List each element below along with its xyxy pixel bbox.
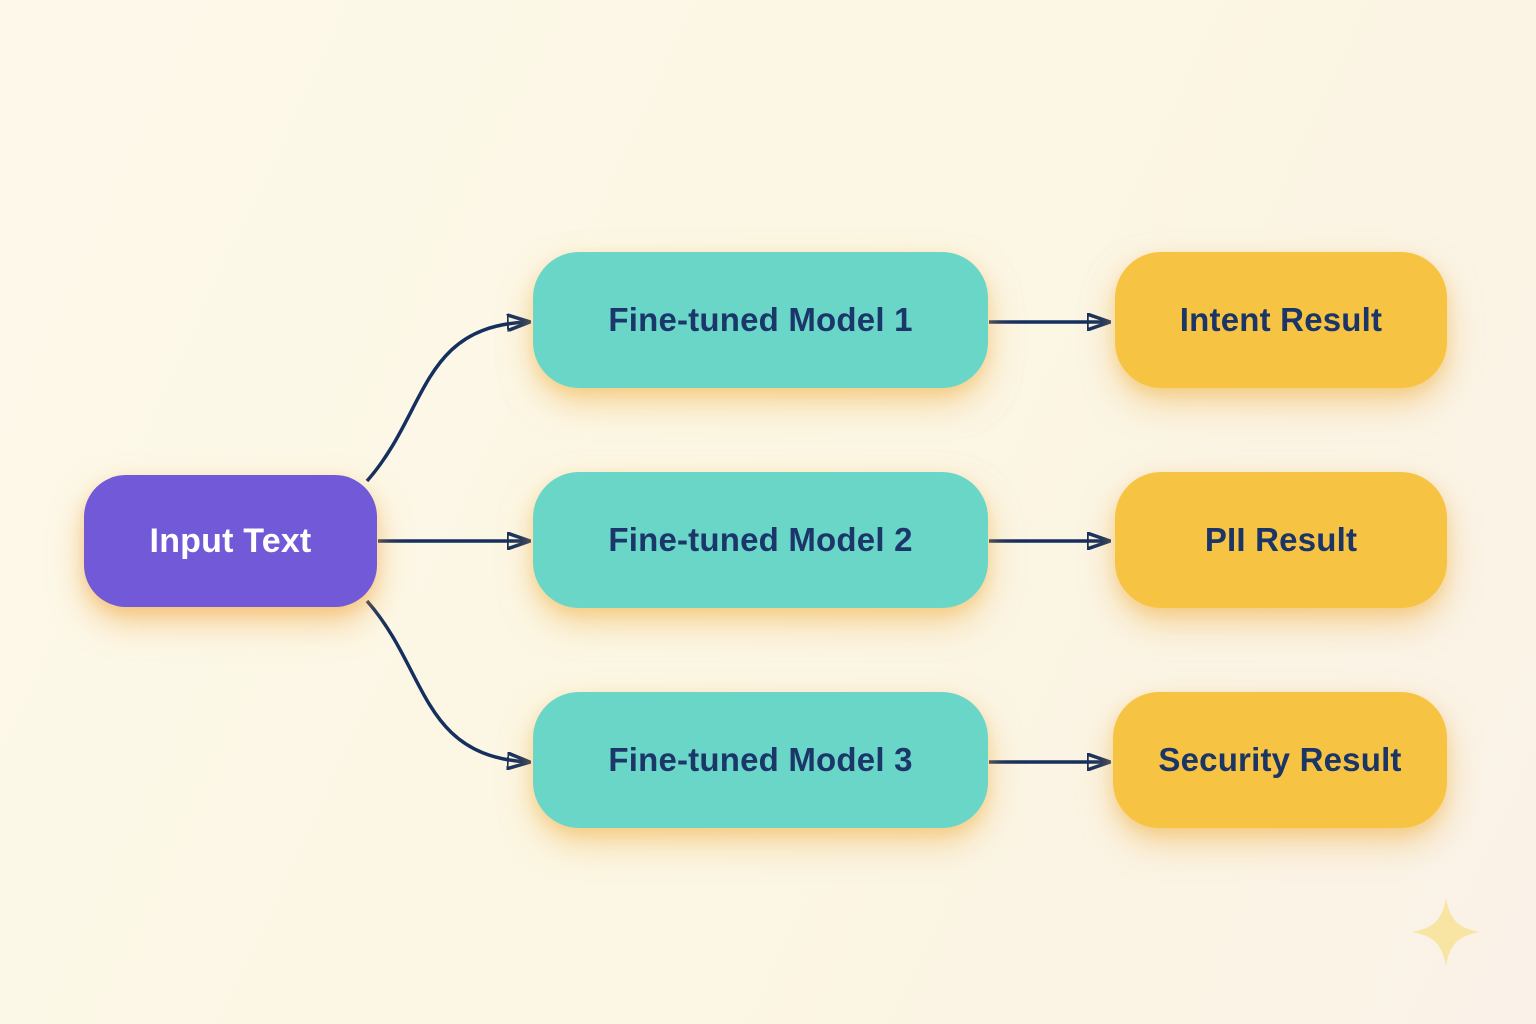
node-fine-tuned-model-2-label: Fine-tuned Model 2 (608, 521, 913, 558)
node-fine-tuned-model-3: Fine-tuned Model 3 (533, 692, 988, 828)
node-input-text: Input Text (84, 475, 377, 607)
node-fine-tuned-model-3-label: Fine-tuned Model 3 (608, 741, 913, 778)
node-fine-tuned-model-2: Fine-tuned Model 2 (533, 472, 988, 608)
edge-input-to-model1 (365, 322, 528, 483)
node-fine-tuned-model-1-label: Fine-tuned Model 1 (608, 301, 913, 338)
node-fine-tuned-model-1: Fine-tuned Model 1 (533, 252, 988, 388)
node-pii-result: PII Result (1115, 472, 1447, 608)
node-intent-result-label: Intent Result (1179, 301, 1383, 338)
node-input-text-label: Input Text (149, 521, 312, 560)
node-intent-result: Intent Result (1115, 252, 1447, 388)
edge-input-to-model3 (365, 599, 528, 762)
node-security-result: Security Result (1113, 692, 1447, 828)
sparkle-icon (1412, 898, 1480, 966)
node-pii-result-label: PII Result (1204, 521, 1358, 558)
node-security-result-label: Security Result (1158, 741, 1402, 778)
